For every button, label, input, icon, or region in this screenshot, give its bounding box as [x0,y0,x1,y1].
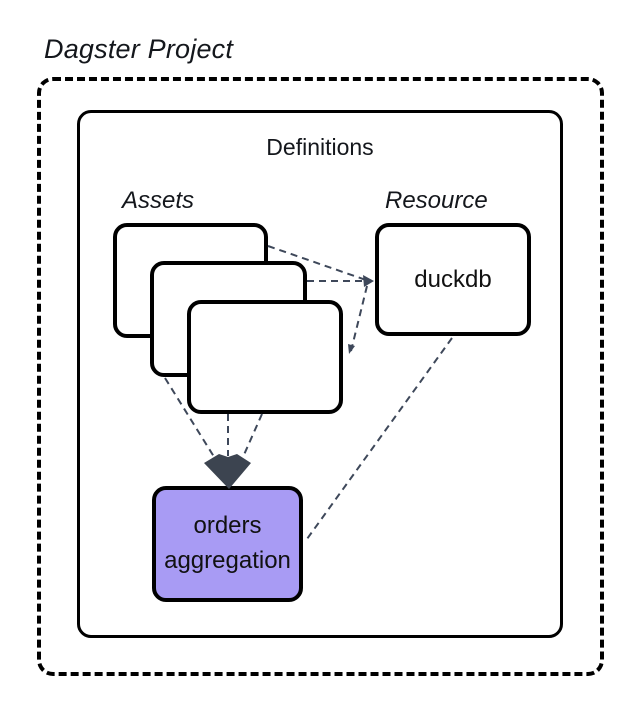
asset-card-front [187,300,343,414]
dagster-project-boundary [37,77,604,676]
diagram-title: Dagster Project [44,34,234,64]
duckdb-resource-node: duckdb [375,223,531,336]
orders-aggregation-node: orders aggregation [152,486,303,602]
definitions-label: Definitions [266,134,374,160]
assets-group-label: Assets [122,187,195,214]
resource-group-label: Resource [385,187,488,214]
duckdb-node-label: duckdb [414,265,492,293]
orders-aggregation-label: orders aggregation [164,512,291,574]
definitions-box [77,110,563,638]
